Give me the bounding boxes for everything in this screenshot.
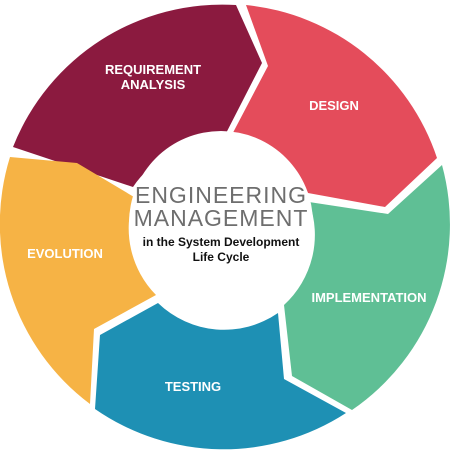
label-requirement-line1: REQUIREMENT [105, 62, 201, 77]
center-title-line1: ENGINEERING [135, 182, 307, 208]
center-disc [129, 131, 313, 315]
segment-evolution [0, 157, 156, 404]
label-requirement-line2: ANALYSIS [121, 77, 186, 92]
label-design: DESIGN [309, 98, 359, 113]
segment-implementation [284, 165, 450, 410]
center-subtitle-line1: in the System Development [143, 235, 300, 249]
center-subtitle-line2: Life Cycle [193, 250, 250, 264]
center-title-line2: MANAGEMENT [134, 205, 309, 231]
segment-testing [95, 303, 346, 450]
label-testing: TESTING [165, 379, 221, 394]
label-evolution: EVOLUTION [27, 246, 103, 261]
label-implementation: IMPLEMENTATION [311, 290, 426, 305]
